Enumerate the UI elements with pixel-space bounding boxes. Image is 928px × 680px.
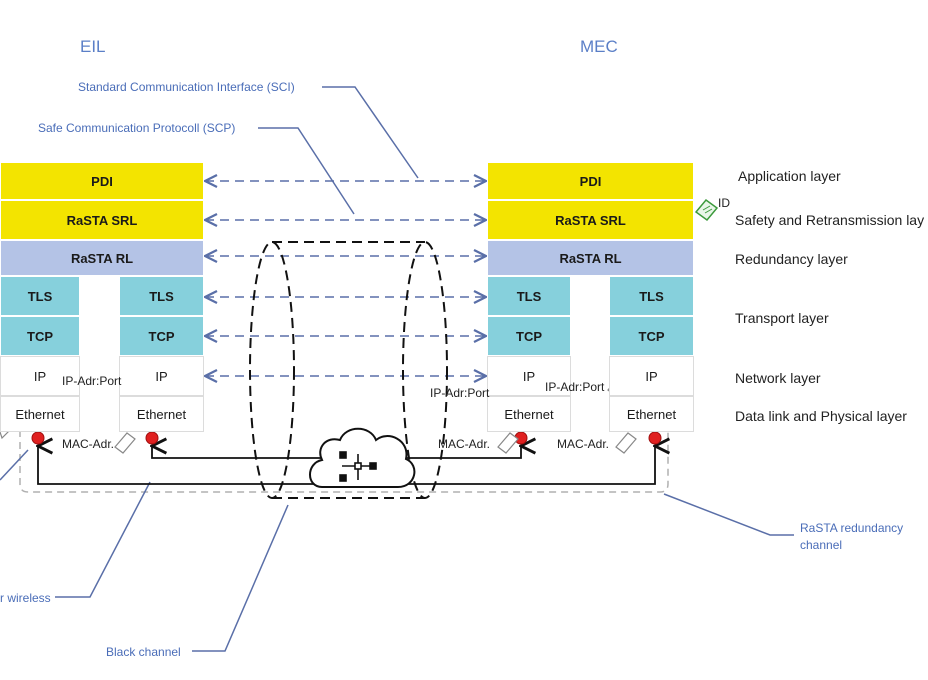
- layer-network: Network layer: [735, 370, 821, 386]
- wireless-label: r wireless: [0, 591, 51, 605]
- eil-ip-1: IP: [0, 356, 80, 396]
- redundancy-leader: [663, 493, 794, 536]
- wireless-leader: [55, 481, 151, 598]
- eil-tls-2: TLS: [119, 276, 204, 316]
- network-switch-icon: [339, 451, 377, 482]
- eil-ethernet-1: Ethernet: [0, 396, 80, 432]
- eil-tcp-2: TCP: [119, 316, 204, 356]
- left-edge-leader: [0, 449, 29, 481]
- eil-rasta-srl: RaSTA SRL: [0, 200, 204, 240]
- redundancy-channel-outline: [19, 430, 669, 493]
- layer-safety: Safety and Retransmission lay: [735, 212, 925, 228]
- mec-ethernet-1: Ethernet: [487, 396, 571, 432]
- layer-redundancy: Redundancy layer: [735, 251, 848, 267]
- mec-pdi: PDI: [487, 162, 694, 200]
- mec-ethernet-2: Ethernet: [609, 396, 694, 432]
- id-badge: ID: [718, 196, 730, 210]
- eil-mac-label: MAC-Adr.: [62, 437, 115, 451]
- endpoint-mec-2: [648, 431, 662, 445]
- sci-label: Standard Communication Interface (SCI): [78, 80, 295, 94]
- layer-transport: Transport layer: [735, 310, 829, 326]
- eil-rasta-rl: RaSTA RL: [0, 240, 204, 276]
- mec-tls-1: TLS: [487, 276, 571, 316]
- layer-application: Application layer: [738, 168, 841, 184]
- eil-ip-port-label: IP-Adr:Port: [62, 374, 122, 388]
- eil-header: EIL: [80, 37, 106, 56]
- eil-ip-2: IP: [119, 356, 204, 396]
- scp-leader: [258, 127, 355, 215]
- mec-ip-1: IP: [487, 356, 571, 396]
- endpoint-eil-1: [31, 431, 45, 445]
- mec-mac-label-1: MAC-Adr.: [438, 437, 491, 451]
- layer-datalink: Data link and Physical layer: [735, 408, 907, 424]
- eil-ethernet-2: Ethernet: [119, 396, 204, 432]
- black-channel-leader: [192, 504, 289, 652]
- black-channel-cylinder: [249, 241, 448, 499]
- mec-ip-port-label-1: IP-Adr:Port: [430, 386, 490, 400]
- mec-tcp-1: TCP: [487, 316, 571, 356]
- eil-pdi: PDI: [0, 162, 204, 200]
- scp-label: Safe Communication Protocoll (SCP): [38, 121, 236, 135]
- id-tag-icon: [694, 198, 719, 222]
- black-channel-label: Black channel: [106, 645, 181, 659]
- mec-mac-label-2: MAC-Adr.: [557, 437, 610, 451]
- cloud-icon: [309, 427, 416, 488]
- redundancy-channel-label: RaSTA redundancy channel: [800, 521, 904, 552]
- mec-tls-2: TLS: [609, 276, 694, 316]
- endpoint-eil-2: [145, 431, 159, 445]
- eil-tcp-1: TCP: [0, 316, 80, 356]
- mec-ip-2: IP: [609, 356, 694, 396]
- mec-rasta-srl: RaSTA SRL: [487, 200, 694, 240]
- mec-header: MEC: [580, 37, 618, 56]
- eil-tls-1: TLS: [0, 276, 80, 316]
- mec-ip-port-label-2: IP-Adr:Port: [545, 380, 605, 394]
- mec-rasta-rl: RaSTA RL: [487, 240, 694, 276]
- mec-tcp-2: TCP: [609, 316, 694, 356]
- sci-leader: [322, 86, 419, 179]
